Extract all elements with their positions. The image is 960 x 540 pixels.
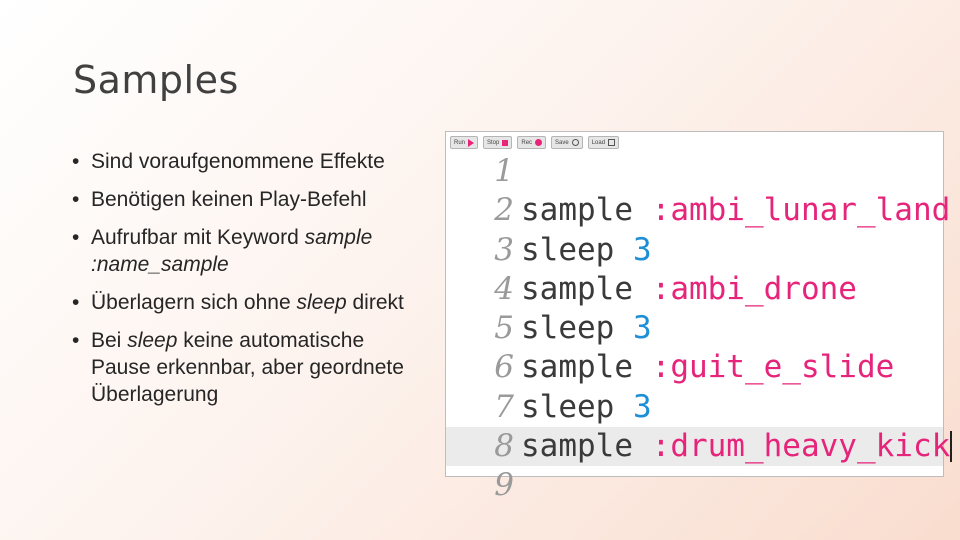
- code-text: sample :ambi_lunar_land: [521, 191, 950, 230]
- load-button[interactable]: Load: [587, 136, 620, 149]
- bullet-dot: •: [72, 226, 80, 249]
- toolbar-button-label: Save: [555, 139, 569, 146]
- code-line[interactable]: 9: [446, 466, 943, 505]
- line-number: 7: [494, 388, 514, 425]
- toolbar-button-label: Rec: [521, 139, 533, 146]
- rec-button[interactable]: Rec: [517, 136, 547, 149]
- line-number: 1: [494, 153, 514, 189]
- bullet-text: sample :name_sample: [91, 226, 373, 276]
- code-token: :ambi_lunar_land: [651, 192, 951, 229]
- code-text: sample :drum_heavy_kick: [521, 427, 953, 466]
- load-icon: [608, 139, 616, 146]
- bullet-text: Bei: [91, 329, 128, 352]
- bullet-text: Sind voraufgenommene Effekte: [91, 150, 385, 173]
- bullet-item: • Überlagern sich ohne sleep direkt: [72, 289, 417, 316]
- code-token: 3: [632, 231, 652, 268]
- code-token: :ambi_drone: [651, 270, 857, 307]
- code-line[interactable]: 1: [446, 152, 943, 191]
- bullet-dot: •: [72, 150, 80, 173]
- code-token: sleep: [521, 231, 633, 268]
- bullet-text: keine automatische Pause erkennbar, aber…: [91, 329, 404, 406]
- stop-icon: [502, 139, 509, 146]
- code-token: :drum_heavy_kick: [651, 428, 951, 465]
- stop-button[interactable]: Stop: [483, 136, 513, 149]
- code-text: sleep 3: [521, 388, 652, 427]
- bullet-text: sleep: [127, 329, 178, 352]
- bullet-item: • Sind voraufgenommene Effekte: [72, 148, 417, 175]
- save-icon: [571, 139, 579, 146]
- line-number: 6: [494, 349, 514, 386]
- bullet-text: Aufrufbar mit Keyword: [91, 226, 305, 249]
- bullet-dot: •: [72, 329, 80, 352]
- line-number: 4: [494, 270, 514, 307]
- code-token: sample: [521, 349, 652, 386]
- bullet-item: • Aufrufbar mit Keyword sample :name_samp…: [72, 224, 417, 278]
- bullet-item: • Bei sleep keine automatische Pause erke…: [72, 327, 417, 408]
- code-text: sleep 3: [521, 309, 652, 348]
- bullet-text: Benötigen keinen Play-Befehl: [91, 188, 367, 211]
- line-number: 2: [494, 192, 514, 229]
- code-token: sample: [521, 270, 652, 307]
- record-icon: [535, 139, 543, 146]
- save-button[interactable]: Save: [551, 136, 583, 149]
- bullet-item: • Benötigen keinen Play-Befehl: [72, 186, 417, 213]
- code-token: 3: [632, 310, 652, 347]
- toolbar-button-label: Load: [591, 139, 606, 146]
- line-number: 9: [494, 467, 514, 504]
- toolbar-button-label: Run: [454, 139, 466, 146]
- code-text: sample :ambi_drone: [521, 270, 857, 309]
- line-number: 5: [494, 310, 514, 347]
- toolbar-button-label: Stop: [487, 139, 500, 146]
- bullet-text: sleep: [296, 291, 347, 314]
- code-text: sample :guit_e_slide: [521, 348, 894, 387]
- bullet-dot: •: [72, 188, 80, 211]
- text-cursor: [950, 431, 953, 463]
- bullet-text: direkt: [346, 291, 404, 314]
- page-title: Samples: [73, 58, 239, 102]
- editor-toolbar: Run Stop Rec Save Load: [450, 136, 620, 149]
- run-button[interactable]: Run: [450, 136, 479, 149]
- code-token: sleep: [521, 310, 633, 347]
- bullet-dot: •: [72, 291, 80, 314]
- bullet-text: Überlagern sich ohne: [91, 291, 297, 314]
- code-token: 3: [632, 388, 652, 425]
- line-number: 8: [494, 428, 514, 465]
- line-number: 3: [494, 231, 514, 268]
- code-text: sleep 3: [521, 231, 652, 270]
- code-token: sleep: [521, 388, 633, 425]
- bullet-list: • Sind voraufgenommene Effekte • Benötigen …: [72, 148, 417, 419]
- play-icon: [468, 138, 475, 147]
- code-token: sample: [521, 192, 652, 229]
- code-token: :guit_e_slide: [651, 349, 895, 386]
- code-token: sample: [521, 428, 652, 465]
